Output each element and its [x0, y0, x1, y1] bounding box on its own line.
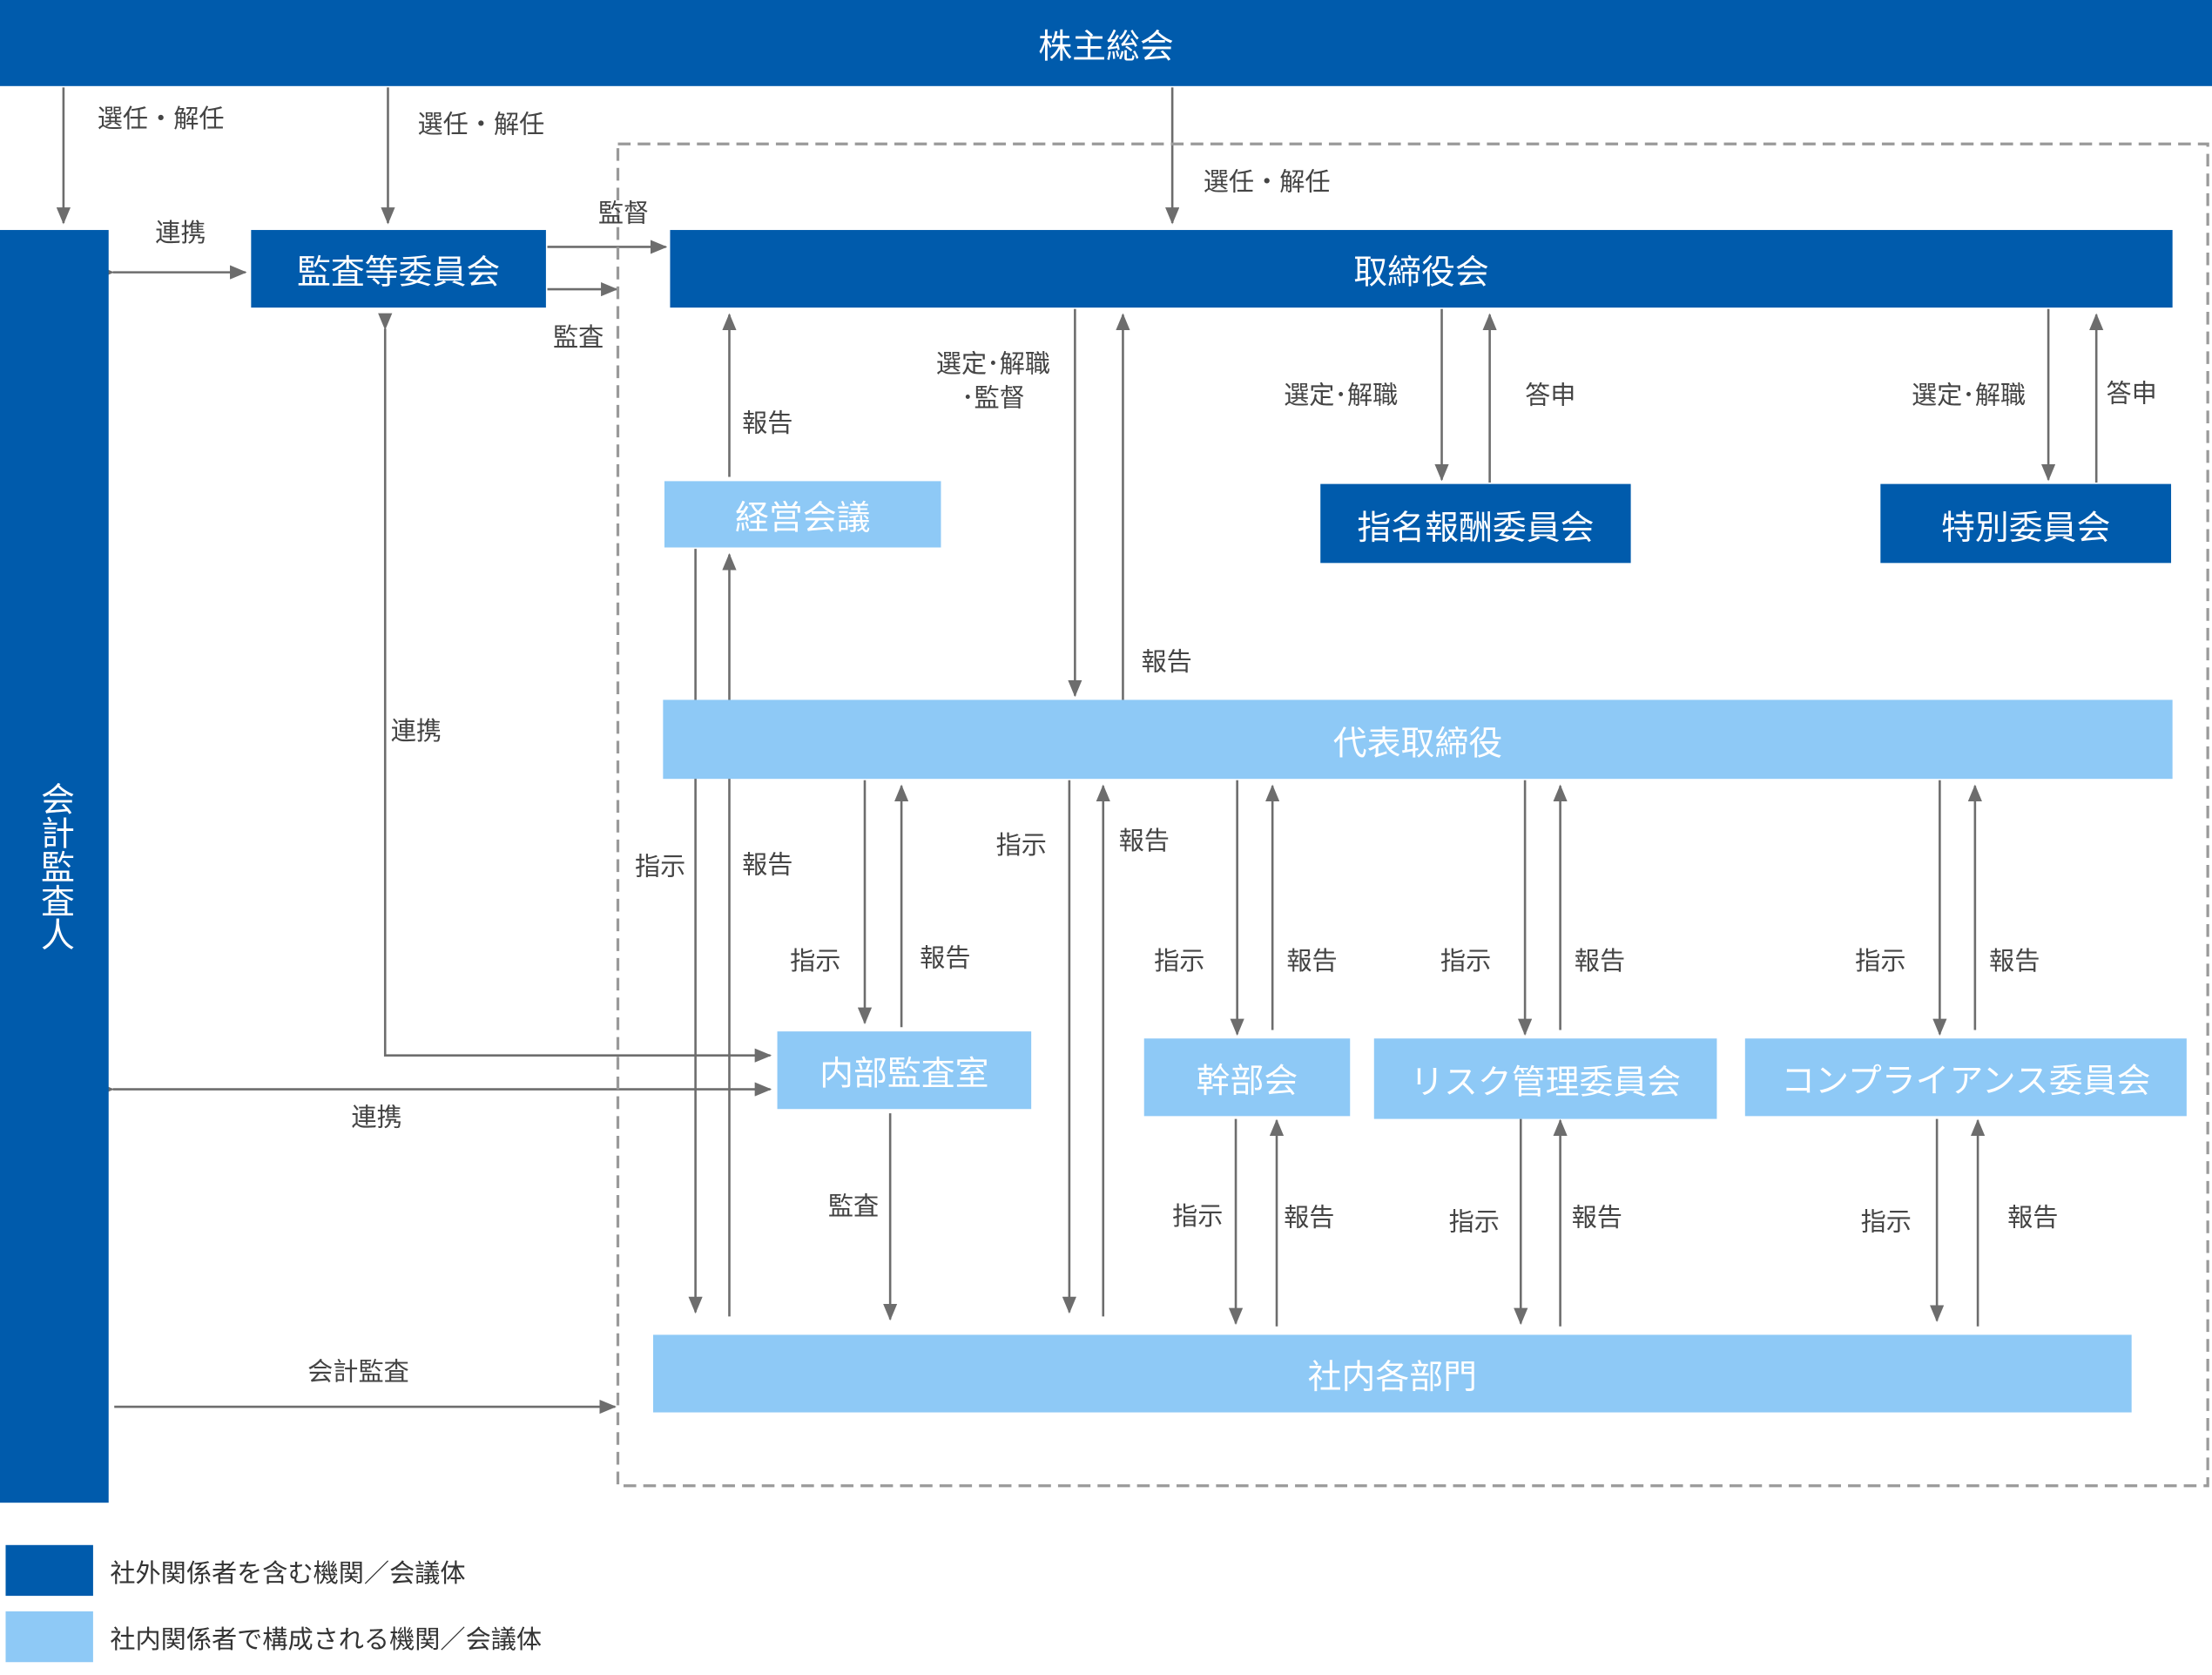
label-cooperation-auditor-internal: 連携: [351, 1103, 402, 1133]
compliance-committee-box: コンプライアンス委員会: [1744, 1038, 2187, 1117]
departments-box: 社内各部門: [653, 1334, 2132, 1413]
label-supervision: 監督: [597, 199, 650, 229]
departments-label: 社内各部門: [1307, 1357, 1478, 1397]
label-appoint-supervise-line1: 選定･解職: [935, 349, 1051, 380]
representative-director-box: 代表取締役: [663, 699, 2173, 780]
label-departments-report-management: 報告: [742, 850, 793, 881]
risk-committee-box: リスク管理委員会: [1373, 1038, 1717, 1119]
shareholders-box: 株主総会: [0, 0, 2212, 86]
risk-committee-label: リスク管理委員会: [1410, 1062, 1682, 1103]
label-representative-report-board: 報告: [1141, 647, 1192, 678]
label-executive-instruct-departments: 指示: [1172, 1202, 1224, 1233]
special-committee-label: 特別委員会: [1940, 507, 2111, 547]
label-cooperation-top: 連携: [155, 219, 206, 249]
management-meeting-label: 経営会議: [734, 497, 871, 538]
representative-director-label: 代表取締役: [1332, 723, 1503, 763]
label-departments-report-compliance: 報告: [2007, 1203, 2059, 1233]
legend-label-internal: 社内関係者で構成される機関／会議体: [110, 1625, 543, 1656]
label-instruct-risk: 指示: [1440, 946, 1492, 976]
executive-meeting-box: 幹部会: [1143, 1038, 1351, 1117]
label-audit-committee-audit: 監査: [553, 322, 604, 353]
internal-audit-office-label: 内部監査室: [819, 1054, 989, 1094]
label-management-instruct: 指示: [634, 852, 686, 882]
label-appoint-special: 選定･解職: [1911, 381, 2027, 411]
label-representative-instruct-departments: 指示: [995, 831, 1047, 861]
label-instruct-internal-audit: 指示: [790, 946, 841, 976]
internal-audit-office-box: 内部監査室: [777, 1031, 1032, 1110]
accounting-auditor-box: 会計監査人: [0, 230, 109, 1503]
label-instruct-executive: 指示: [1154, 946, 1205, 976]
label-management-report: 報告: [742, 409, 793, 439]
label-appoint-supervise-line2: ･監督: [961, 383, 1025, 414]
shareholders-label: 株主総会: [1038, 26, 1174, 67]
label-compliance-instruct-departments: 指示: [1860, 1207, 1912, 1238]
label-departments-report-executive: 報告: [1284, 1203, 1335, 1233]
compliance-committee-label: コンプライアンス委員会: [1781, 1061, 2151, 1101]
board-box: 取締役会: [670, 230, 2173, 308]
label-departments-report-representative: 報告: [1118, 827, 1170, 857]
label-recommendation-special: 答申: [2106, 379, 2157, 409]
audit-committee-label: 監査等委員会: [296, 252, 501, 293]
label-report-compliance: 報告: [1989, 946, 2040, 976]
label-report-internal-audit: 報告: [920, 943, 971, 974]
legend-label-external: 社外関係者を含む機関／会議体: [110, 1558, 466, 1590]
legend-swatch-external: [5, 1544, 93, 1597]
label-instruct-compliance: 指示: [1855, 946, 1906, 976]
audit-committee-box: 監査等委員会: [251, 230, 546, 308]
accounting-auditor-label: 会計監査人: [34, 781, 75, 951]
special-committee-box: 特別委員会: [1880, 483, 2172, 564]
label-cooperation-internal-audit: 連携: [390, 716, 442, 746]
label-recommendation-nomination: 答申: [1525, 381, 1576, 411]
management-meeting-box: 経営会議: [664, 481, 941, 548]
label-accounting-audit: 会計監査: [307, 1357, 409, 1388]
label-report-executive: 報告: [1286, 946, 1338, 976]
label-report-risk: 報告: [1574, 946, 1626, 976]
label-elect-dismiss-board: 選任・解任: [1203, 167, 1331, 198]
legend-swatch-internal: [5, 1611, 93, 1663]
connector-lines: [56, 87, 2104, 1415]
executive-meeting-label: 幹部会: [1196, 1061, 1298, 1101]
nomination-committee-box: 指名報酬委員会: [1320, 483, 1631, 564]
label-elect-dismiss-audit-committee: 選任・解任: [417, 110, 545, 140]
arrow-audit-committee-internal-audit-cooperation: [378, 313, 772, 1063]
nomination-committee-label: 指名報酬委員会: [1357, 507, 1595, 547]
label-elect-dismiss-auditor: 選任・解任: [97, 104, 225, 134]
label-internal-audit-audit: 監査: [827, 1192, 880, 1222]
label-appoint-nomination: 選定･解職: [1284, 381, 1399, 411]
label-risk-instruct-departments: 指示: [1448, 1207, 1500, 1238]
company-boundary: [616, 142, 2209, 1488]
board-label: 取締役会: [1353, 252, 1489, 293]
label-departments-report-risk: 報告: [1571, 1203, 1622, 1233]
